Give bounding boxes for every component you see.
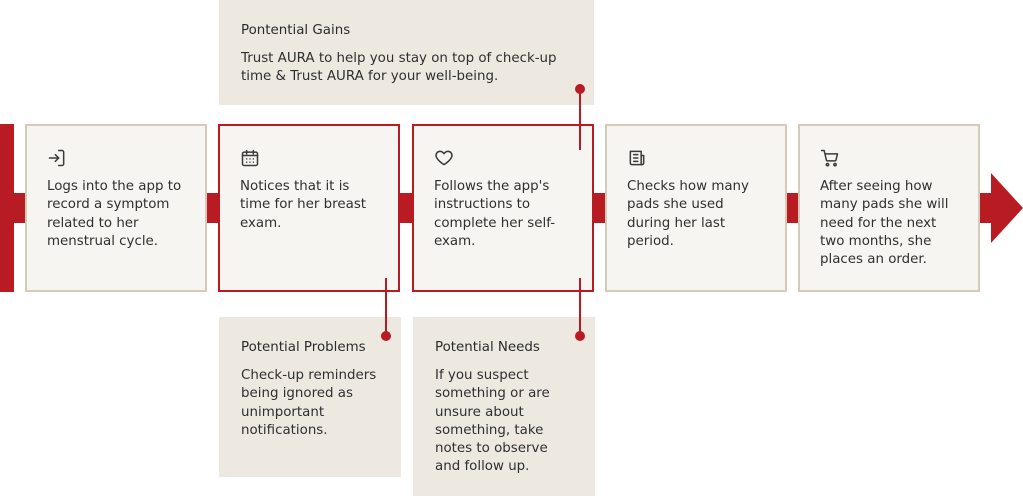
cart-icon — [820, 148, 840, 168]
step-place-order: After seeing how many pads she will need… — [798, 124, 980, 292]
heart-icon — [434, 148, 454, 168]
note-body: Trust AURA to help you stay on top of ch… — [241, 51, 557, 85]
note-title: Potential Problems — [241, 340, 366, 355]
flow-start-bar — [0, 124, 14, 292]
note-body: If you suspect something or are unsure a… — [435, 368, 550, 475]
note-title: Potential Needs — [435, 340, 540, 355]
note-body: Check-up reminders being ignored as unim… — [241, 368, 377, 438]
connector-dot-needs — [575, 331, 585, 341]
flow-arrow-head — [991, 173, 1023, 243]
step-breast-exam-reminder: Notices that it is time for her breast e… — [218, 124, 400, 292]
step-text: Follows the app's instructions to comple… — [434, 179, 556, 249]
step-text: Logs into the app to record a symptom re… — [47, 179, 182, 249]
note-title: Pontential Gains — [241, 23, 351, 38]
connector-needs — [579, 278, 581, 336]
connector-dot-gains — [575, 84, 585, 94]
step-text: Checks how many pads she used during her… — [627, 179, 749, 249]
step-text: After seeing how many pads she will need… — [820, 179, 949, 268]
login-icon — [47, 148, 67, 168]
step-log-symptom: Logs into the app to record a symptom re… — [25, 124, 207, 292]
receipt-icon — [627, 148, 647, 168]
note-potential-problems: Potential Problems Check-up reminders be… — [219, 317, 401, 477]
note-potential-needs: Potential Needs If you suspect something… — [413, 317, 595, 496]
step-text: Notices that it is time for her breast e… — [240, 179, 367, 231]
note-potential-gains: Pontential Gains Trust AURA to help you … — [219, 0, 594, 105]
step-self-exam: Follows the app's instructions to comple… — [412, 124, 594, 292]
connector-dot-problems — [381, 331, 391, 341]
step-check-pads: Checks how many pads she used during her… — [605, 124, 787, 292]
connector-problems — [385, 278, 387, 336]
connector-gains — [579, 89, 581, 150]
calendar-icon — [240, 148, 260, 168]
